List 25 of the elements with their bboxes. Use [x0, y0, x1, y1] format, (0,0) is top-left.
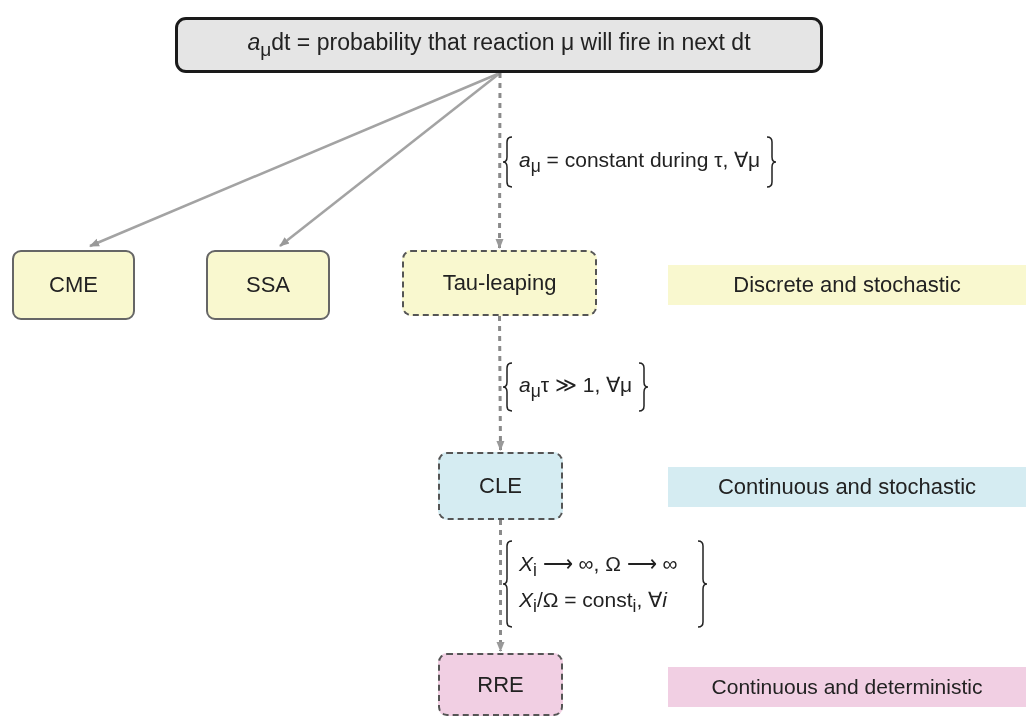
category-band — [668, 667, 1026, 707]
edge-label: X$_{i}$ ⟶ ∞, Ω ⟶ ∞ X$_{i}$/Ω = const$_{i}$, ∀i — [519, 550, 679, 619]
category-band — [668, 265, 1026, 305]
category-band — [668, 467, 1026, 507]
process-box — [175, 17, 823, 73]
arrow — [495, 73, 504, 249]
node-text: Discrete and stochastic — [733, 272, 961, 298]
arrow — [496, 520, 505, 652]
node-text: Continuous and stochastic — [717, 474, 977, 500]
process-box — [206, 250, 330, 320]
process-box — [438, 653, 563, 716]
process-box — [12, 250, 135, 320]
edge-label: a$_{μ}$τ ≫ 1, ∀μ — [519, 371, 633, 404]
edge-label: a$_{μ}$ = constant during τ, ∀μ — [519, 146, 761, 179]
node-text: a$_{μ}$dt = probability that reaction μ will fire in next dt — [247, 29, 751, 61]
process-box — [438, 452, 563, 520]
node-text: RRE — [477, 671, 524, 698]
arrow — [279, 72, 501, 247]
node-text: Continuous and deterministic — [711, 674, 983, 700]
node-text: SSA — [246, 272, 290, 298]
arrow — [496, 316, 505, 451]
node-text: CME — [49, 272, 98, 298]
node-text: CLE — [479, 473, 522, 499]
process-box — [402, 250, 597, 316]
node-text: Tau-leaping — [442, 270, 557, 296]
